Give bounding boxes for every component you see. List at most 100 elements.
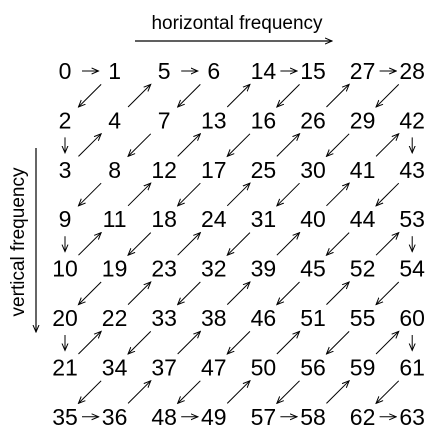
vertical-frequency-label: vertical frequency [8,167,29,316]
scan-arrow-13-to-14 [226,84,250,108]
coefficient-4-2: 23 [151,256,177,282]
scan-arrow-11-to-12 [127,183,151,207]
coefficient-1-2: 7 [158,107,171,133]
scan-arrow-38-to-39 [226,282,250,305]
scan-arrow-40-to-41 [326,183,349,207]
coefficient-7-0: 35 [52,404,78,430]
coefficient-0-1: 1 [108,58,121,84]
coefficient-3-5: 40 [300,206,326,232]
scan-arrow-33-to-34 [128,331,152,354]
coefficient-3-3: 24 [201,206,227,232]
scan-arrow-56-to-57 [277,380,300,404]
coefficient-2-4: 25 [251,157,277,183]
scan-arrow-43-to-44 [376,182,400,206]
coefficient-6-6: 59 [350,354,376,380]
scan-arrow-28-to-29 [376,84,400,107]
scan-arrow-1-to-2 [78,84,102,107]
scan-arrow-16-to-17 [227,133,251,157]
coefficient-2-1: 8 [108,157,121,183]
coefficient-4-1: 19 [102,256,128,282]
scan-arrow-49-to-50 [226,381,250,404]
scan-arrow-31-to-32 [227,232,251,256]
scan-arrow-54-to-55 [376,281,400,305]
scan-arrow-47-to-48 [178,380,201,404]
scan-arrow-15-to-16 [277,84,300,107]
scan-arrow-8-to-9 [78,182,102,206]
horizontal-frequency-label: horizontal frequency [151,13,323,34]
scan-arrow-46-to-47 [227,331,251,354]
scan-arrow-41-to-42 [375,134,399,157]
coefficient-4-3: 32 [201,256,227,282]
coefficient-6-3: 47 [201,354,227,380]
coefficient-3-0: 9 [59,206,72,232]
scan-arrow-59-to-60 [375,331,399,355]
scan-arrow-12-to-13 [177,134,201,157]
coefficient-6-1: 34 [102,354,128,380]
coefficient-7-5: 58 [300,404,326,430]
coefficient-2-7: 43 [399,157,425,183]
scan-arrow-21-to-22 [78,331,101,355]
coefficient-1-4: 16 [251,107,277,133]
coefficient-5-6: 55 [350,305,376,331]
coefficient-0-0: 0 [59,58,72,84]
coefficient-6-4: 50 [251,354,277,380]
scan-arrow-7-to-8 [128,133,152,157]
scan-arrow-55-to-56 [326,331,350,354]
scan-arrow-29-to-30 [326,133,350,157]
coefficient-1-6: 29 [350,107,376,133]
scan-arrow-44-to-45 [326,232,350,256]
scan-arrow-25-to-26 [276,134,300,157]
coefficient-5-1: 22 [102,305,128,331]
coefficient-7-2: 48 [151,404,177,430]
scan-arrow-36-to-37 [127,381,151,404]
coefficient-7-7: 63 [399,404,425,430]
coefficient-5-0: 20 [52,305,78,331]
scan-arrow-22-to-23 [127,282,151,305]
coefficient-6-7: 61 [399,354,425,380]
scan-arrow-50-to-51 [276,331,300,355]
coefficient-3-4: 31 [251,206,277,232]
coefficient-4-6: 52 [350,256,376,282]
coefficient-4-7: 54 [399,256,425,282]
scan-arrow-52-to-53 [375,233,399,256]
scan-arrow-34-to-35 [78,380,102,404]
coefficient-0-6: 27 [350,58,376,84]
vertical-frequency-axis: vertical frequency [8,148,36,332]
scan-arrow-10-to-11 [78,233,101,256]
scan-arrow-51-to-52 [326,282,349,305]
scan-arrow-4-to-5 [127,84,151,108]
coefficient-2-6: 41 [350,157,376,183]
scan-arrow-58-to-59 [326,381,349,404]
coefficient-0-3: 6 [207,58,220,84]
scan-arrow-19-to-20 [78,281,102,305]
coefficient-5-3: 38 [201,305,227,331]
coefficient-5-5: 51 [300,305,326,331]
scan-arrow-32-to-33 [178,281,201,305]
coefficient-4-0: 10 [52,256,78,282]
coefficient-2-2: 12 [151,157,177,183]
scan-arrow-45-to-46 [277,281,300,305]
coefficient-4-5: 45 [300,256,326,282]
coefficient-2-5: 30 [300,157,326,183]
coefficient-1-3: 13 [201,107,227,133]
coefficient-3-2: 18 [151,206,177,232]
coefficient-1-0: 2 [59,107,72,133]
coefficient-7-6: 62 [350,404,376,430]
scan-arrow-6-to-7 [178,84,201,107]
scan-arrow-24-to-25 [226,183,250,207]
scan-arrow-26-to-27 [326,84,349,108]
coefficient-7-3: 49 [201,404,227,430]
scan-arrow-61-to-62 [376,380,400,404]
zigzag-scan-arrows [65,71,412,417]
scan-arrow-39-to-40 [276,233,300,256]
coefficient-2-0: 3 [59,157,72,183]
coefficient-2-3: 17 [201,157,227,183]
coefficient-7-1: 36 [102,404,128,430]
coefficient-5-4: 46 [251,305,277,331]
coefficient-3-6: 44 [350,206,376,232]
coefficient-6-0: 21 [52,354,78,380]
coefficient-3-7: 53 [399,206,425,232]
coefficient-1-1: 4 [108,107,121,133]
